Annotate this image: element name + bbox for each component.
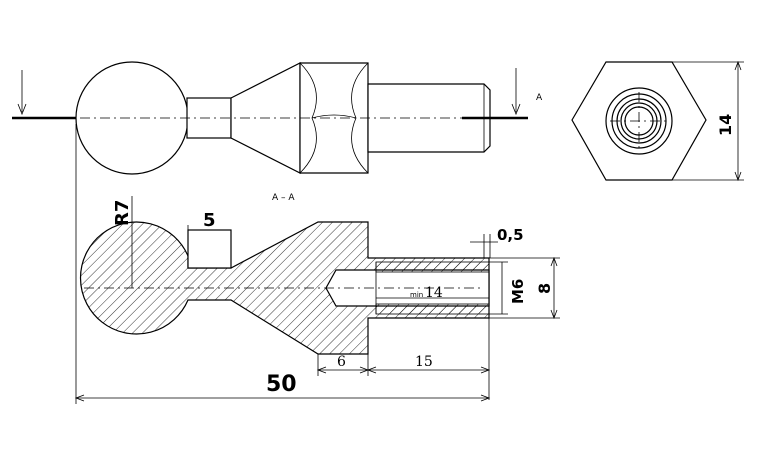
section-mark-right: A bbox=[536, 93, 543, 103]
ball-end bbox=[75, 61, 189, 175]
depth-dim-prefix: min bbox=[410, 291, 423, 299]
section-title: A – A bbox=[272, 193, 295, 203]
overall-dim-label: 50 bbox=[266, 372, 297, 397]
top-view: A A – A bbox=[12, 61, 543, 203]
dia-dim-label: 8 bbox=[535, 283, 554, 294]
dia-dim-arrow-bottom bbox=[550, 309, 558, 320]
hex-length-arrow-left bbox=[316, 366, 327, 374]
hex-dim-label: 14 bbox=[716, 114, 735, 136]
section-arrow-left-head bbox=[17, 103, 27, 116]
neck-notch bbox=[187, 229, 232, 269]
hex-length-label: 6 bbox=[337, 354, 346, 370]
neck-dim-label: 5 bbox=[203, 210, 216, 231]
dia-dim-arrow-top bbox=[550, 256, 558, 267]
thread-length-arrow-left bbox=[366, 366, 377, 374]
thread-length-label: 15 bbox=[415, 354, 433, 370]
chamfer-dim-label: 0,5 bbox=[497, 226, 524, 244]
thread-band-bottom bbox=[375, 303, 490, 315]
hex-dim-arrow-top bbox=[734, 60, 742, 71]
thread-band-top bbox=[375, 261, 490, 273]
section-view: R7 5 0,5 M6 8 min 14 6 bbox=[74, 124, 560, 404]
thread-length-arrow-right bbox=[480, 366, 491, 374]
thread-outer-circle bbox=[605, 87, 673, 155]
end-view: 14 bbox=[571, 60, 744, 182]
section-arrow-right-head bbox=[511, 103, 521, 116]
depth-dim-label: 14 bbox=[425, 285, 443, 301]
overall-arrow-right bbox=[480, 394, 491, 402]
overall-arrow-left bbox=[74, 394, 85, 402]
radius-label: R7 bbox=[112, 200, 133, 226]
thread-dim-label: M6 bbox=[509, 279, 527, 304]
hex-dim-arrow-bottom bbox=[734, 171, 742, 182]
